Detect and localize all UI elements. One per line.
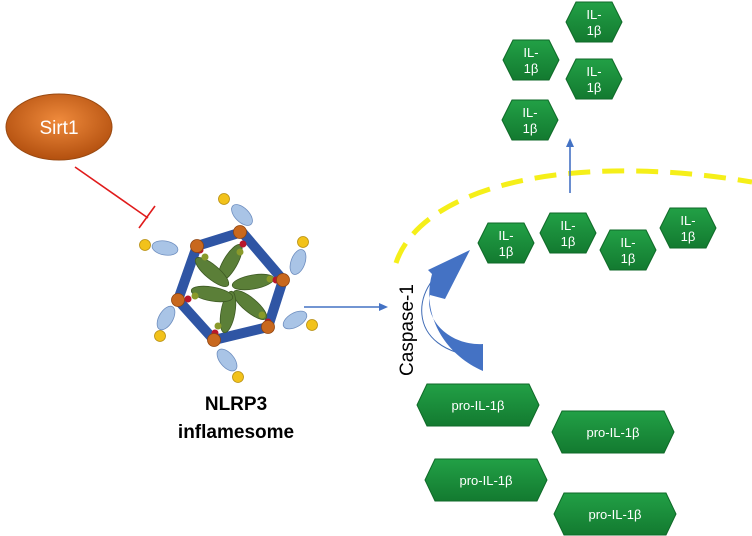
il-1b-hexagon-label: IL- (680, 213, 695, 228)
il-1b-hexagon-label: IL- (522, 105, 537, 120)
sirt1-node: Sirt1 (5, 93, 113, 161)
il-1b-hexagon-label: IL- (498, 228, 513, 243)
il-1b-hexagon: IL-1β (565, 58, 623, 100)
il-1b-hexagon-label: 1β (561, 234, 576, 249)
il-1b-hexagon-label: 1β (681, 229, 696, 244)
inhibition-arrow (74, 166, 156, 229)
il-1b-hexagon-label: IL- (586, 64, 601, 79)
il-1b-hexagon-label: 1β (523, 121, 538, 136)
il-1b-hexagon-label: 1β (499, 244, 514, 259)
pro-il-1b-hexagon: pro-IL-1β (553, 492, 677, 536)
pro-il-1b-hexagon: pro-IL-1β (424, 458, 548, 502)
cell-membrane (393, 168, 752, 264)
il-1b-hexagon-label: 1β (524, 61, 539, 76)
il-1b-hexagon: IL-1β (501, 99, 559, 141)
pro-il-1b-hexagons: pro-IL-1β pro-IL-1β pro-IL-1β pro-IL-1β (416, 383, 677, 536)
il-1b-hexagon: IL-1β (565, 1, 623, 43)
caspase-1-label: Caspase-1 (397, 284, 418, 376)
il-1b-hexagon: IL-1β (599, 229, 657, 271)
il-1b-hexagon-label: IL- (560, 218, 575, 233)
pro-il-1b-hexagon: pro-IL-1β (416, 383, 540, 427)
pro-il-1b-hexagon-label: pro-IL-1β (589, 507, 642, 522)
curved-conversion-arrow (421, 250, 484, 371)
nlrp3-inflammasome-icon (139, 193, 318, 383)
il-1b-hexagon-label: IL- (620, 235, 635, 250)
secretion-arrow (566, 138, 574, 193)
il-1b-hexagon: IL-1β (477, 222, 535, 264)
il-1b-hexagon: IL-1β (502, 39, 560, 81)
il-1b-hexagon-label: 1β (587, 80, 602, 95)
pro-il-1b-hexagon-label: pro-IL-1β (460, 473, 513, 488)
il-1b-hexagon-label: 1β (587, 23, 602, 38)
il-1b-hexagon-label: IL- (523, 45, 538, 60)
il-1b-hexagon-label: IL- (586, 7, 601, 22)
pro-il-1b-hexagon-label: pro-IL-1β (587, 425, 640, 440)
inflamesome-label: inflamesome (178, 422, 294, 443)
nlrp3-label: NLRP3 (205, 394, 267, 415)
activation-arrow (304, 303, 388, 311)
sirt1-label: Sirt1 (39, 118, 78, 139)
pro-il-1b-hexagon-label: pro-IL-1β (452, 398, 505, 413)
pro-il-1b-hexagon: pro-IL-1β (551, 410, 675, 454)
il-1b-hexagon-label: 1β (621, 251, 636, 266)
il-1b-hexagon: IL-1β (659, 207, 717, 249)
il-1b-hexagon: IL-1β (539, 212, 597, 254)
